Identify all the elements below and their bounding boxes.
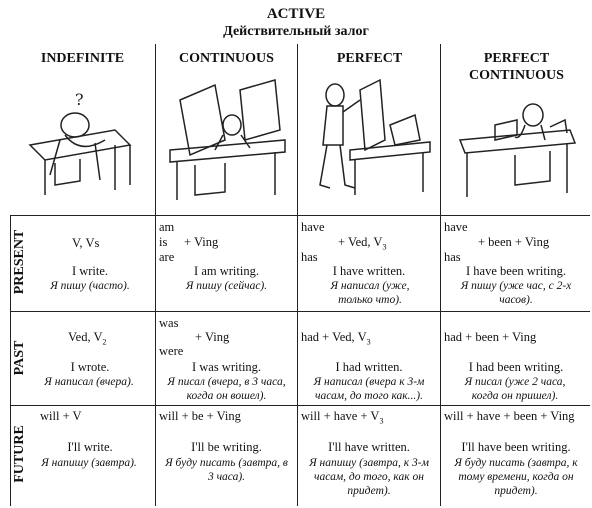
future-continuous-formula: will + be + Ving (159, 409, 241, 423)
present-continuous-translation: Я пишу (сейчас). (185, 280, 268, 292)
present-perfect-continuous-aux-have: have (444, 220, 468, 234)
row-label-future: FUTURE (12, 425, 27, 483)
standing-student-illustration (319, 78, 431, 195)
writing-student-illustration (458, 103, 577, 197)
svg-text:?: ? (75, 90, 84, 109)
future-perfect-continuous-example: I'll have been writing. (461, 440, 571, 454)
past-continuous-aux-were: were (159, 344, 184, 358)
past-perfect-formula: had + Ved, V3 (301, 330, 371, 347)
future-indefinite-formula: will + V (40, 409, 82, 423)
present-perfect-continuous-aux-has: has (444, 250, 461, 264)
divider (440, 44, 441, 506)
page-subtitle: Действительный залог (223, 24, 369, 39)
past-perfect-example: I had written. (335, 360, 403, 374)
present-perfect-continuous-example: I have been writing. (466, 264, 566, 278)
column-header-continuous: CONTINUOUS (179, 51, 274, 66)
future-indefinite-example: I'll write. (67, 440, 113, 454)
present-perfect-continuous-formula: + been + Ving (478, 235, 550, 249)
present-perfect-aux-have: have (301, 220, 325, 234)
present-perfect-example: I have written. (332, 264, 406, 278)
past-perfect-continuous-example: I had been writing. (468, 360, 564, 374)
column-header-perfect: PERFECT (336, 51, 403, 66)
future-perfect-example: I'll have written. (328, 440, 410, 454)
future-perfect-translation: Я напишу (завтра, к 3-м часам, до того, … (309, 457, 429, 497)
past-continuous-translation: Я писал (вчера, в 3 часа, когда он вошел… (167, 376, 286, 402)
past-indefinite-example: I wrote. (70, 360, 110, 374)
divider (10, 311, 590, 312)
present-perfect-aux-has: has (301, 250, 318, 264)
page-title: ACTIVE (266, 6, 326, 22)
divider (10, 215, 11, 506)
present-continuous-aux-am: am (159, 220, 175, 234)
present-indefinite-formula: V, Vs (72, 236, 100, 250)
past-perfect-continuous-formula: had + been + Ving (444, 330, 537, 344)
present-perfect-continuous-translation: Я пишу (уже час, с 2-х часов). (460, 280, 572, 306)
column-header-indefinite: INDEFINITE (40, 51, 125, 66)
divider (155, 44, 156, 506)
divider (10, 405, 590, 406)
present-indefinite-example: I write. (71, 264, 109, 278)
past-perfect-continuous-translation: Я писал (уже 2 часа, когда он пришел). (464, 376, 566, 402)
column-header-perfect-continuous: PERFECT CONTINUOUS (469, 51, 564, 83)
present-perfect-translation: Я написал (уже, только что). (330, 280, 410, 306)
past-perfect-translation: Я написал (вчера к 3-м часам, до того ка… (313, 376, 425, 402)
divider (10, 215, 590, 216)
sleeping-student-illustration: ? (28, 90, 132, 195)
past-indefinite-translation: Я написал (вчера). (44, 376, 134, 388)
future-continuous-example: I'll be writing. (191, 440, 262, 454)
future-perfect-formula: will + have + V3 (301, 409, 384, 426)
student-at-desk-illustration (169, 79, 286, 200)
past-continuous-example: I was writing. (191, 360, 262, 374)
divider (297, 44, 298, 506)
present-continuous-example: I am writing. (194, 264, 259, 278)
past-continuous-formula: + Ving (195, 330, 230, 344)
present-continuous-aux-are: are (159, 250, 175, 264)
future-continuous-translation: Я буду писать (завтра, в 3 часа). (165, 457, 288, 483)
future-indefinite-translation: Я напишу (завтра). (41, 457, 137, 469)
past-indefinite-formula: Ved, V2 (68, 330, 107, 347)
future-perfect-continuous-translation: Я буду писать (завтра, к тому времени, к… (454, 457, 578, 497)
present-continuous-aux-is: is (159, 235, 168, 249)
future-perfect-continuous-formula: will + have + been + Ving (444, 409, 575, 423)
present-indefinite-translation: Я пишу (часто). (50, 280, 130, 292)
present-continuous-formula: + Ving (184, 235, 219, 249)
row-label-present: PRESENT (12, 229, 27, 295)
past-continuous-aux-was: was (159, 316, 179, 330)
present-perfect-formula: + Ved, V3 (338, 235, 387, 252)
